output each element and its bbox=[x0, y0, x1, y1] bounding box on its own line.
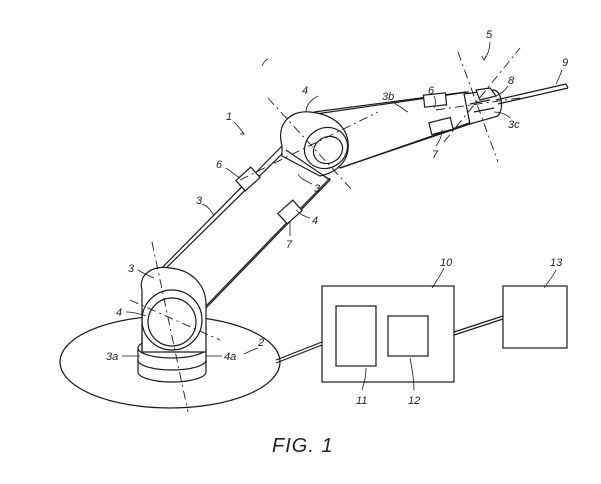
label-base-plate-2: 2 bbox=[257, 337, 264, 349]
label-base-sub-4a: 4a bbox=[224, 351, 236, 363]
leader-lines bbox=[122, 41, 563, 391]
base-joint bbox=[140, 266, 207, 353]
label-sensor-lower-7: 7 bbox=[286, 239, 293, 251]
label-controller-10: 10 bbox=[440, 257, 453, 269]
axis-base-diagonal bbox=[129, 299, 221, 341]
label-elbow-side-4: 4 bbox=[312, 215, 318, 227]
label-arm-lower-3: 3 bbox=[196, 195, 203, 207]
sensor-lower-7 bbox=[277, 199, 303, 225]
tool bbox=[495, 83, 569, 105]
axis-wrist-2 bbox=[443, 47, 521, 143]
sensor-upper-7 bbox=[428, 116, 454, 136]
label-unit-11: 11 bbox=[356, 395, 367, 407]
axis-wrist-1 bbox=[457, 51, 499, 163]
label-base-part-3a: 3a bbox=[106, 351, 118, 363]
label-flange-3c: 3c bbox=[508, 119, 520, 131]
label-sensor-lower-6: 6 bbox=[216, 159, 223, 171]
label-tool-holder-8: 8 bbox=[508, 75, 515, 87]
label-arm-mid-3: 3 bbox=[314, 183, 321, 195]
axis-elbow-1 bbox=[267, 97, 353, 191]
label-sensor-upper-6: 6 bbox=[428, 85, 435, 97]
label-wrist-axis: 5 bbox=[486, 29, 493, 41]
label-computer-13: 13 bbox=[550, 257, 563, 269]
wrist-tool-holder bbox=[463, 87, 503, 125]
cable-controller-computer bbox=[453, 315, 504, 333]
unit-11-box bbox=[335, 305, 377, 367]
label-unit-12: 12 bbox=[408, 395, 420, 407]
label-sensor-upper-7: 7 bbox=[432, 149, 439, 161]
label-tool-9: 9 bbox=[562, 57, 568, 69]
axis-elbow-2 bbox=[239, 111, 379, 181]
label-elbow-top-4: 4 bbox=[302, 85, 308, 97]
figure-caption: FIG. 1 bbox=[272, 435, 334, 457]
label-robot: 1 bbox=[226, 111, 232, 123]
label-base-joint-4: 4 bbox=[116, 307, 122, 319]
computer-box bbox=[502, 285, 568, 349]
unit-12-box bbox=[387, 315, 429, 357]
cable-base-controller bbox=[275, 341, 323, 361]
label-arm-3b: 3b bbox=[382, 91, 394, 103]
label-arm-left-3: 3 bbox=[128, 263, 135, 275]
axis-wrist-3 bbox=[435, 97, 521, 111]
sensor-lower-6 bbox=[235, 166, 261, 192]
